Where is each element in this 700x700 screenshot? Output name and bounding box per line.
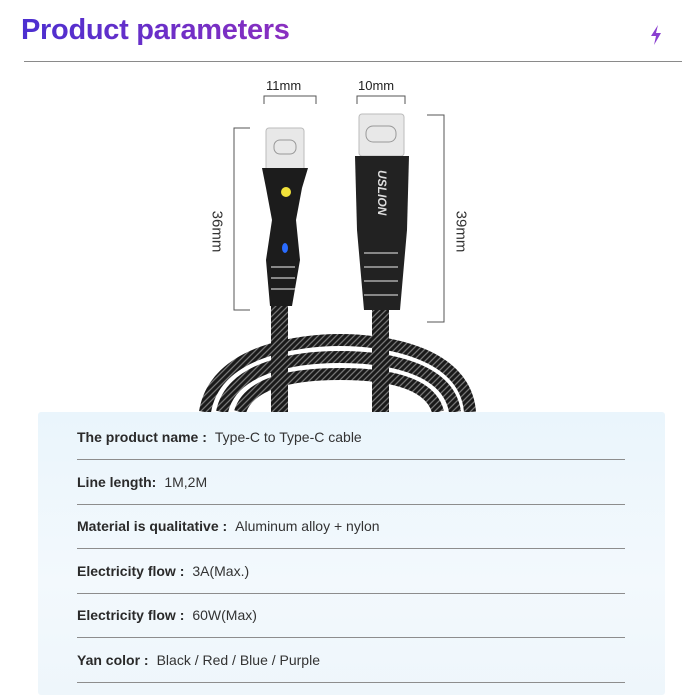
- spec-label: Material is qualitative :: [77, 518, 228, 534]
- spec-label: Electricity flow :: [77, 563, 185, 579]
- spec-label: Electricity flow :: [77, 607, 185, 623]
- left-connector: [262, 127, 308, 306]
- spec-row-line-length: Line length: 1M,2M: [77, 474, 625, 505]
- spec-label: Line length:: [77, 474, 157, 490]
- spec-value: 60W(Max): [192, 607, 257, 623]
- right-connector: USLION: [355, 113, 409, 310]
- spec-value: Black / Red / Blue / Purple: [156, 652, 320, 668]
- spec-value: Aluminum alloy + nylon: [235, 518, 380, 534]
- spec-label: The product name :: [77, 429, 207, 445]
- spec-row-product-name: The product name : Type-C to Type-C cable: [77, 429, 625, 460]
- right-width-label: 10mm: [358, 78, 395, 93]
- cable-illustration: USLION: [199, 95, 476, 412]
- lightning-bolt-icon: [651, 25, 661, 45]
- spec-label: Yan color :: [77, 652, 149, 668]
- spec-row-power: Electricity flow : 60W(Max): [77, 607, 625, 638]
- dimension-brackets: [233, 95, 445, 323]
- spec-value: Type-C to Type-C cable: [214, 429, 362, 445]
- spec-value: 3A(Max.): [192, 563, 250, 579]
- spec-row-material: Material is qualitative : Aluminum alloy …: [77, 518, 625, 549]
- page-title: Product parameters: [21, 14, 290, 46]
- spec-row-current: Electricity flow : 3A(Max.): [77, 563, 625, 594]
- spec-value: 1M,2M: [164, 474, 208, 490]
- brand-logo: USLION: [375, 170, 389, 216]
- left-width-label: 11mm: [266, 78, 302, 93]
- spec-row-color: Yan color : Black / Red / Blue / Purple: [77, 652, 625, 683]
- cable-coil: [199, 333, 476, 412]
- header-divider: [24, 61, 682, 62]
